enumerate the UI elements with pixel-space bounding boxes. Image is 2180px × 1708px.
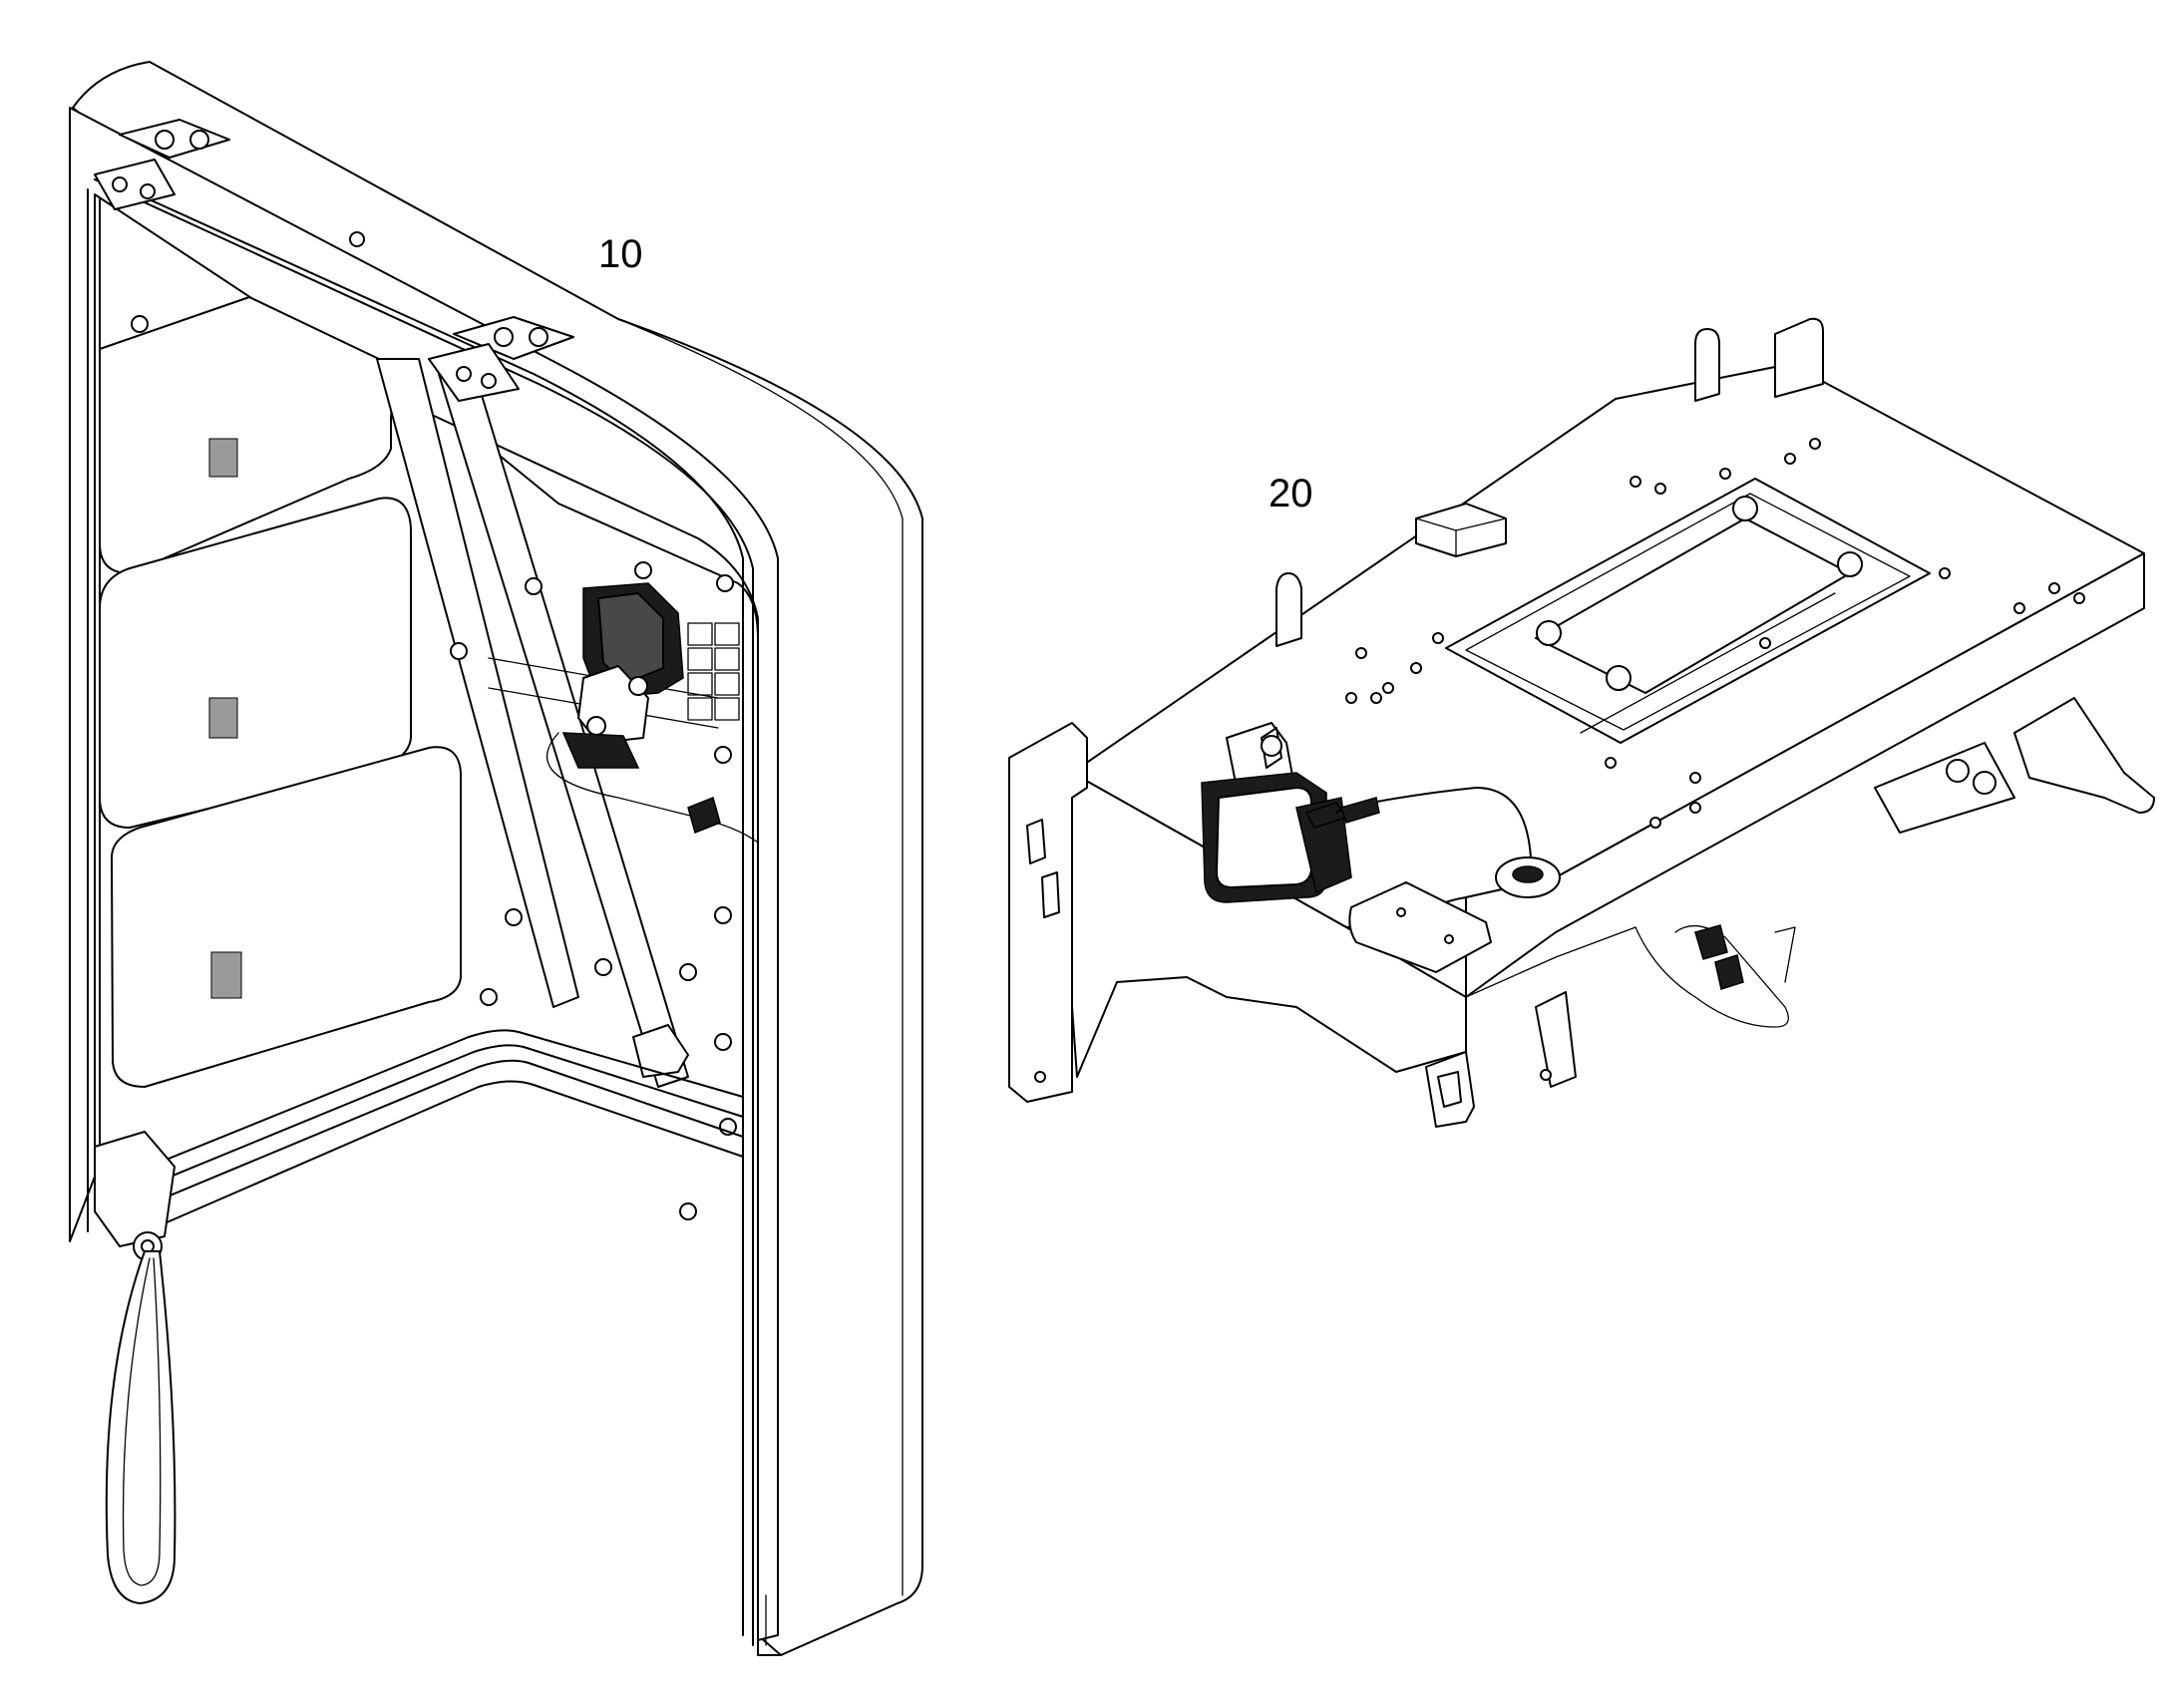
- roof-mount-assembly-20: [1008, 317, 2155, 1128]
- callout-20: 20: [1269, 472, 1313, 515]
- lower-panel: [111, 746, 462, 1088]
- right-support-bracket: [2013, 697, 2155, 814]
- lower-center-bracket: [1535, 991, 1577, 1088]
- mount-pad: [1348, 881, 1492, 973]
- mesh-marker-upper: [208, 438, 238, 478]
- mount-front-face: [1071, 772, 1467, 1078]
- cab-door-assembly-10: [69, 61, 923, 1656]
- lower-hinge: [94, 1131, 176, 1261]
- top-hinge-left: [94, 119, 230, 210]
- diagonal-strut-left: [376, 358, 579, 1008]
- door-frame: [69, 107, 779, 1641]
- rear-tab-2: [1774, 317, 1824, 398]
- mount-block: [1415, 503, 1507, 557]
- rear-tab-1: [1694, 328, 1720, 402]
- plate-holes: [1345, 438, 2085, 829]
- right-lower-plate: [1874, 742, 2015, 834]
- harness-connector: [1694, 924, 1728, 960]
- frame-holes: [131, 231, 737, 1220]
- mount-work-light: [1201, 722, 1352, 903]
- middle-panel: [99, 497, 412, 829]
- lower-bracket: [632, 1024, 689, 1078]
- light-mount-grid: [687, 622, 740, 721]
- callout-10: 10: [598, 232, 643, 276]
- door-light-wire: [546, 732, 759, 844]
- mesh-marker-middle: [208, 697, 238, 739]
- mesh-marker-lower: [210, 951, 242, 999]
- door-work-light: [561, 582, 684, 769]
- door-connector: [687, 796, 721, 835]
- front-tab: [1275, 572, 1302, 647]
- cover-bolts: [1536, 496, 1863, 691]
- top-hinge-right: [428, 316, 574, 402]
